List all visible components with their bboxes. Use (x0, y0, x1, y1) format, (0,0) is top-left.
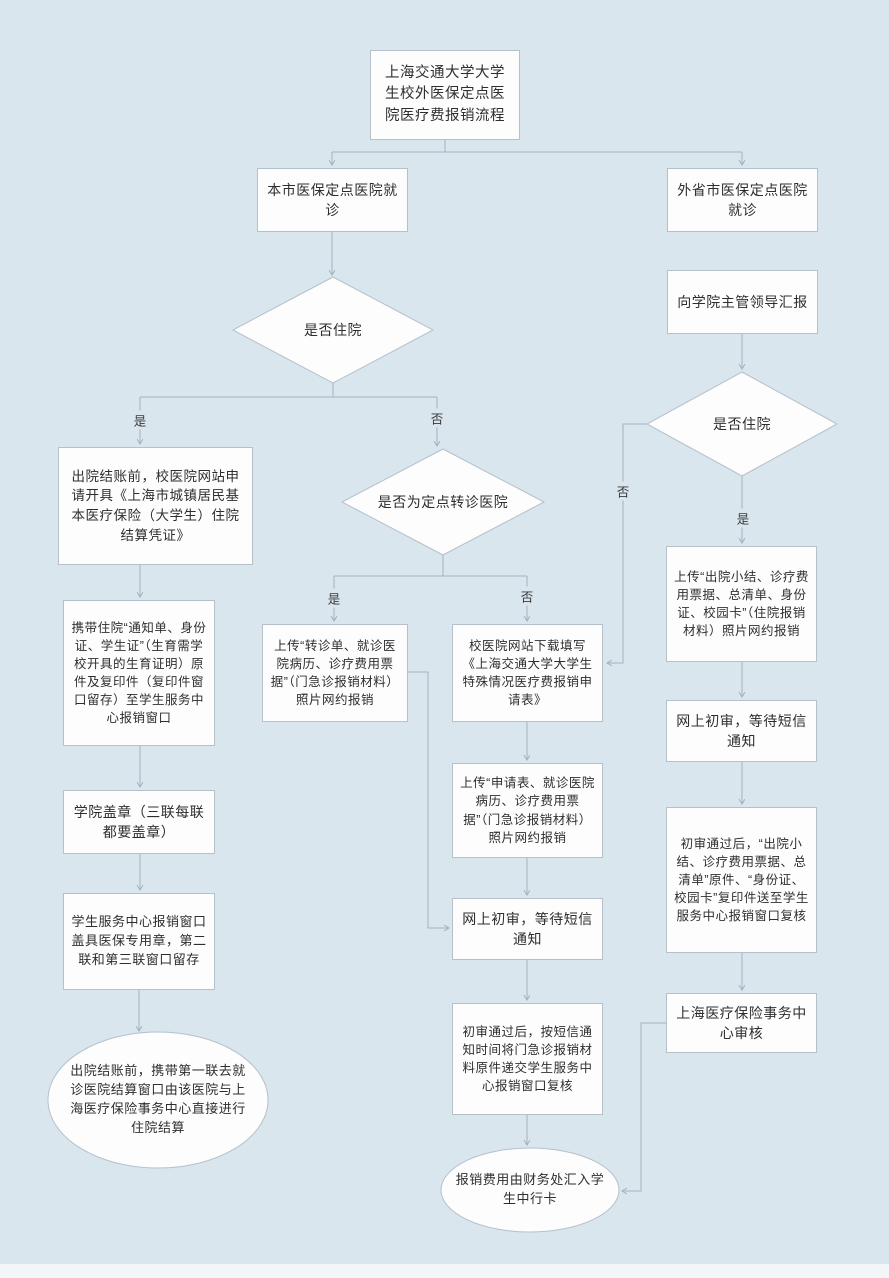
terminal-label-pay-card: 报销费用由财务处汇入学生中行卡 (455, 1172, 605, 1206)
page-bottom-margin (0, 1264, 889, 1278)
flow-node-submit-originals-right: 初审通过后，“出院小结、诊疗费用票据、总清单”原件、“身份证、校园卡”复印件送至… (666, 807, 817, 953)
edge-label-no: 否 (518, 586, 536, 606)
flow-node-upload-hospitalization: 上传“出院小结、诊疗费用票据、总清单、身份证、校园卡”（住院报销材料）照片网约报… (666, 546, 817, 662)
connector-lines (139, 140, 742, 1191)
decision-diamond-hospitalized-right (645, 371, 839, 477)
flow-node-outer-province-hospital: 外省市医保定点医院就诊 (667, 168, 818, 232)
edge-label-yes: 是 (131, 410, 149, 430)
flow-node-local-hospital: 本市医保定点医院就诊 (257, 168, 408, 232)
flow-node-upload-form: 上传“申请表、就诊医院病历、诊疗费用票据”（门急诊报销材料）照片网约报销 (452, 763, 603, 858)
decision-label-hospitalized-right: 是否住院 (713, 415, 771, 432)
connector (607, 423, 647, 663)
flow-node-bring-materials: 携带住院“通知单、身份证、学生证”（生育需学校开具的生育证明）原件及复印件（复印… (63, 600, 215, 746)
terminal-label-hospital-settle: 出院结账前，携带第一联去就诊医院结算窗口由该医院与上海医疗保险事务中心直接进行住… (70, 1063, 246, 1135)
connector (622, 1022, 666, 1191)
terminal-ellipse-pay-card (440, 1147, 620, 1233)
edge-label-no: 否 (614, 481, 632, 501)
decision-label-hospitalized-left: 是否住院 (304, 321, 362, 338)
decision-and-terminal-shapes (47, 276, 839, 1233)
edge-label-yes: 是 (325, 588, 343, 608)
flow-node-window-stamp: 学生服务中心报销窗口盖具医保专用章，第二联和第三联窗口留存 (63, 893, 215, 990)
flow-node-report-leader: 向学院主管领导汇报 (667, 270, 818, 334)
flow-node-upload-referral: 上传“转诊单、就诊医院病历、诊疗费用票据”（门急诊报销材料）照片网约报销 (262, 624, 408, 722)
flow-node-college-stamp: 学院盖章（三联每联都要盖章） (63, 790, 215, 854)
flow-node-title: 上海交通大学大学生校外医保定点医院医疗费报销流程 (370, 50, 520, 140)
flow-node-insurance-review: 上海医疗保险事务中心审核 (666, 993, 817, 1053)
decision-diamond-referral (340, 448, 546, 556)
terminal-ellipse-hospital-settle (47, 1031, 269, 1169)
flow-node-submit-originals-mid: 初审通过后，按短信通知时间将门急诊报销材料原件递交学生服务中心报销窗口复核 (452, 1003, 603, 1115)
connector (408, 671, 449, 928)
edge-label-yes: 是 (734, 508, 752, 528)
edge-label-no: 否 (428, 408, 446, 428)
flow-node-download-form: 校医院网站下载填写《上海交通大学大学生特殊情况医疗费报销申请表》 (452, 624, 603, 722)
flow-node-online-review-mid: 网上初审，等待短信通知 (452, 898, 603, 960)
decision-diamond-hospitalized-left (231, 276, 435, 384)
decision-label-referral: 是否为定点转诊医院 (377, 493, 509, 510)
flow-node-apply-voucher: 出院结账前，校医院网站申请开具《上海市城镇居民基本医疗保险（大学生）住院结算凭证… (58, 447, 253, 565)
flow-node-online-review-right: 网上初审，等待短信通知 (666, 700, 817, 762)
